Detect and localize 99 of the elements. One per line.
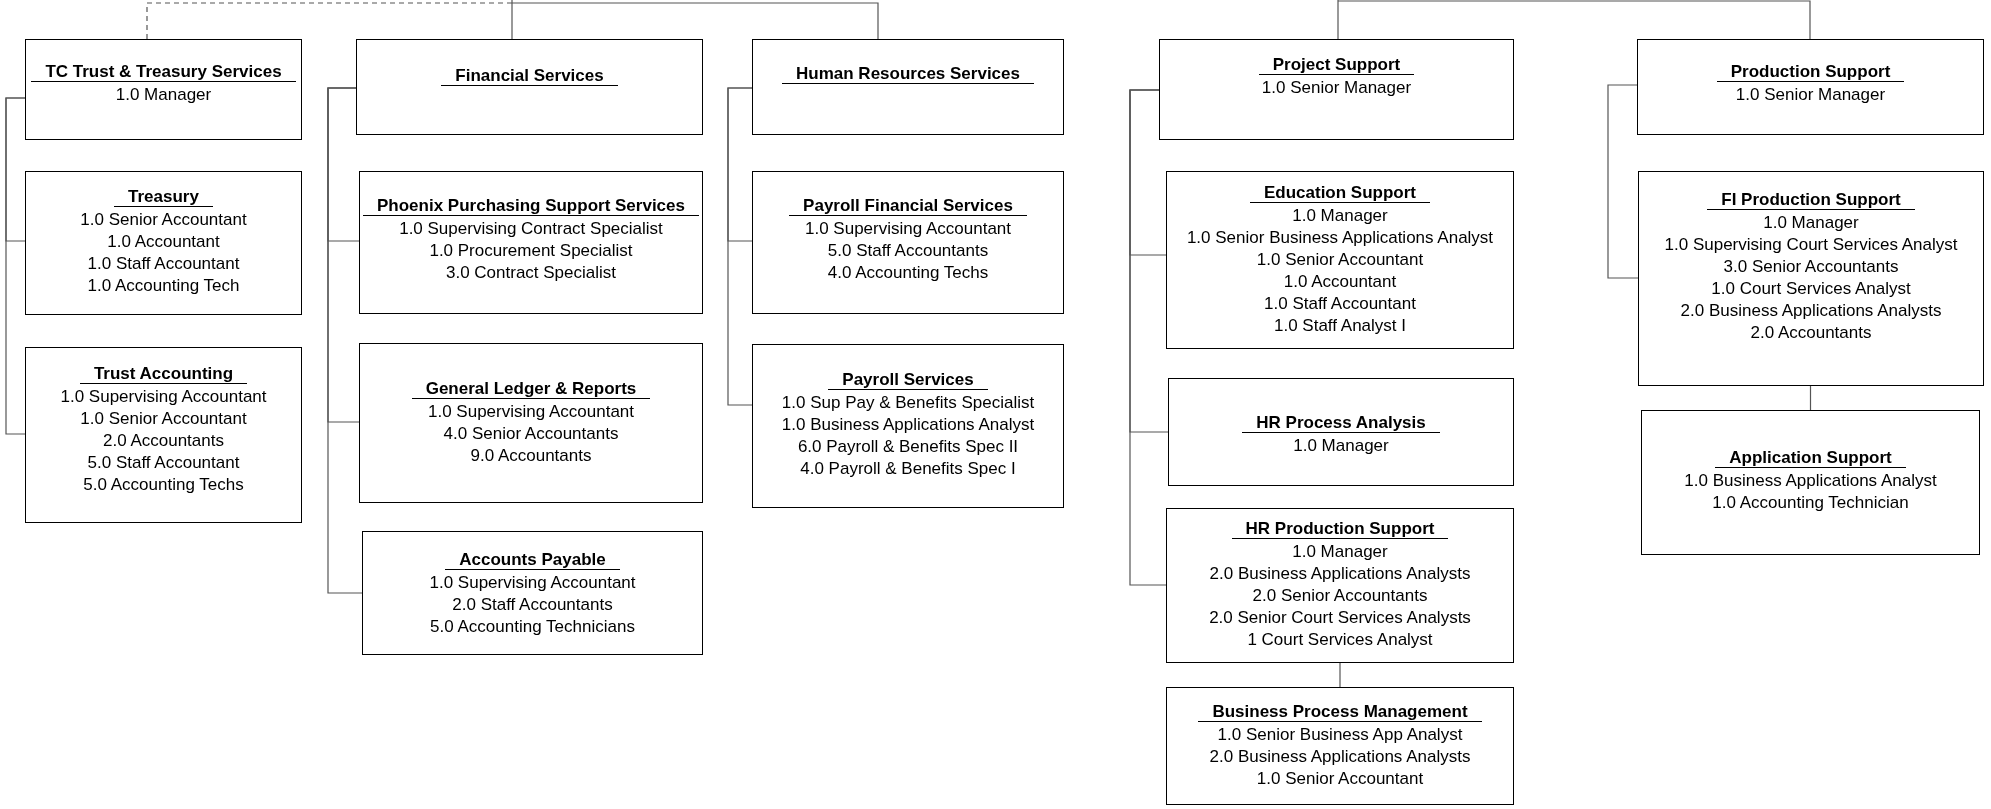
connector-line — [1129, 89, 1167, 586]
staff-position: 1.0 Manager — [115, 84, 212, 106]
org-box — [1637, 39, 1984, 135]
staff-position: 1 Court Services Analyst — [1247, 629, 1433, 651]
staff-position: 1.0 Senior Accountant — [80, 209, 247, 231]
staff-position: 1.0 Senior Manager — [1735, 84, 1886, 106]
staff-position: 1.0 Sup Pay & Benefits Specialist — [781, 392, 1035, 414]
org-box — [1159, 39, 1514, 140]
org-box — [362, 531, 703, 655]
unit-title: Financial Services — [441, 66, 618, 86]
staff-position: 1.0 Accountant — [1283, 271, 1397, 293]
unit-title: Phoenix Purchasing Support Services — [363, 196, 699, 216]
connector-line — [1339, 662, 1341, 688]
staff-position: 1.0 Business Applications Analyst — [1684, 470, 1937, 492]
unit-title: Trust Accounting — [79, 364, 248, 384]
staff-position: 5.0 Staff Accountants — [827, 240, 989, 262]
connector-line — [327, 87, 363, 594]
staff-position: 1.0 Staff Accountant — [87, 253, 240, 275]
unit-title: FI Production Support — [1707, 190, 1915, 210]
connector-line — [1809, 385, 1812, 411]
unit-title: General Ledger & Reports — [411, 379, 651, 399]
unit-title: Accounts Payable — [445, 550, 620, 570]
org-box — [1166, 687, 1514, 805]
connector-line — [1337, 0, 1811, 40]
unit-title: Education Support — [1249, 183, 1430, 203]
staff-position: 1.0 Supervising Contract Specialist — [399, 218, 663, 240]
org-box — [25, 347, 302, 523]
staff-position: 2.0 Business Applications Analysts — [1680, 300, 1942, 322]
staff-position: 2.0 Senior Accountants — [1252, 585, 1428, 607]
org-box — [359, 343, 703, 503]
staff-position: 1.0 Court Services Analyst — [1711, 278, 1911, 300]
staff-position: 1.0 Accounting Tech — [87, 275, 240, 297]
org-box — [1641, 410, 1980, 555]
unit-title: HR Process Analysis — [1242, 413, 1440, 433]
connector-line — [511, 0, 513, 40]
unit-title: HR Production Support — [1231, 519, 1449, 539]
staff-position: 2.0 Business Applications Analysts — [1209, 746, 1471, 768]
org-box — [1166, 171, 1514, 349]
org-box — [752, 171, 1064, 314]
staff-position: 1.0 Senior Accountant — [1256, 768, 1424, 790]
org-box — [25, 171, 302, 315]
staff-position: 1.0 Senior Business App Analyst — [1217, 724, 1463, 746]
org-box — [1168, 378, 1514, 486]
staff-position: 5.0 Accounting Technicians — [430, 616, 635, 638]
org-box — [25, 39, 302, 140]
staff-position: 1.0 Supervising Accountant — [428, 401, 634, 423]
staff-position: 5.0 Staff Accountant — [87, 452, 240, 474]
staff-position: 1.0 Manager — [1292, 541, 1388, 563]
unit-title: Business Process Management — [1198, 702, 1482, 722]
connector-line — [727, 87, 753, 406]
staff-position: 1.0 Senior Business Applications Analyst — [1186, 227, 1494, 249]
staff-position: 4.0 Payroll & Benefits Spec I — [800, 458, 1016, 480]
staff-position: 1.0 Supervising Accountant — [805, 218, 1011, 240]
staff-position: 2.0 Senior Court Services Analysts — [1209, 607, 1471, 629]
staff-position: 1.0 Senior Accountant — [80, 408, 247, 430]
connector-line — [1607, 84, 1639, 279]
staff-position: 6.0 Payroll & Benefits Spec II — [797, 436, 1019, 458]
org-box — [1638, 171, 1984, 386]
staff-position: 4.0 Senior Accountants — [443, 423, 619, 445]
org-box — [359, 171, 703, 314]
staff-position: 1.0 Manager — [1293, 435, 1389, 457]
staff-position: 1.0 Senior Accountant — [1256, 249, 1424, 271]
unit-title: Payroll Services — [828, 370, 988, 390]
org-box — [1166, 508, 1514, 663]
unit-title: Treasury — [114, 187, 213, 207]
staff-position: 2.0 Staff Accountants — [452, 594, 613, 616]
staff-position: 1.0 Staff Accountant — [1264, 293, 1416, 315]
unit-title: Human Resources Services — [782, 64, 1034, 84]
staff-position: 1.0 Supervising Accountant — [60, 386, 267, 408]
staff-position: 2.0 Business Applications Analysts — [1209, 563, 1471, 585]
connector-line — [146, 2, 513, 40]
connector-line — [1337, 0, 1339, 40]
staff-position: 1.0 Staff Analyst I — [1274, 315, 1406, 337]
unit-title: TC Trust & Treasury Services — [31, 62, 296, 82]
staff-position: 2.0 Accountants — [103, 430, 224, 452]
staff-position: 3.0 Senior Accountants — [1723, 256, 1899, 278]
staff-position: 5.0 Accounting Techs — [83, 474, 244, 496]
staff-position: 1.0 Accountant — [107, 231, 220, 253]
staff-position: 4.0 Accounting Techs — [827, 262, 989, 284]
staff-position: 1.0 Senior Manager — [1261, 77, 1412, 99]
staff-position: 9.0 Accountants — [470, 445, 592, 467]
unit-title: Application Support — [1715, 448, 1906, 468]
staff-position: 2.0 Accountants — [1750, 322, 1872, 344]
connector-line — [5, 97, 26, 435]
staff-position: 3.0 Contract Specialist — [445, 262, 617, 284]
staff-position: 1.0 Supervising Court Services Analyst — [1664, 234, 1958, 256]
unit-title: Project Support — [1258, 55, 1415, 75]
org-box — [752, 344, 1064, 508]
org-box — [356, 39, 703, 135]
staff-position: 1.0 Manager — [1763, 212, 1859, 234]
connector-line — [511, 2, 879, 40]
unit-title: Payroll Financial Services — [789, 196, 1027, 216]
staff-position: 1.0 Supervising Accountant — [429, 572, 636, 594]
staff-position: 1.0 Business Applications Analyst — [781, 414, 1035, 436]
staff-position: 1.0 Accounting Technician — [1712, 492, 1909, 514]
unit-title: Production Support — [1716, 62, 1905, 82]
staff-position: 1.0 Procurement Specialist — [429, 240, 633, 262]
org-box — [752, 39, 1064, 135]
staff-position: 1.0 Manager — [1292, 205, 1388, 227]
